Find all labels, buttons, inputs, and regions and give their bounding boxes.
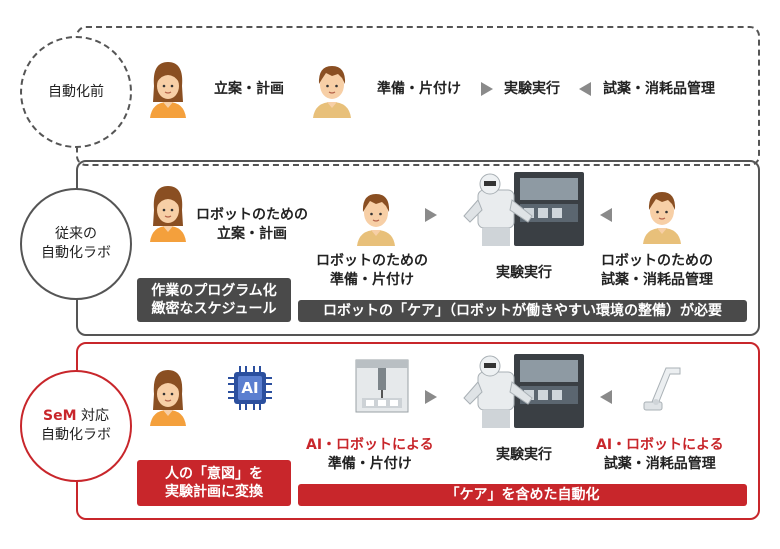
- prep-label: 準備・片付け: [377, 81, 461, 97]
- lab-robot-icon: [458, 352, 588, 432]
- man-researcher-icon: [354, 186, 398, 246]
- robot-arm-icon: [636, 364, 686, 414]
- arrow-left-icon: [579, 82, 591, 96]
- intent-to-plan-band: 人の「意図」を実験計画に変換: [137, 460, 291, 506]
- woman-researcher-icon: [146, 366, 190, 426]
- robot-reagent-label: ロボットのための試薬・消耗品管理: [601, 253, 713, 288]
- robot-care-required-band: ロボットの「ケア」（ロボットが働きやすい環境の整備）が必要: [298, 300, 747, 322]
- care-included-automation-band: 「ケア」を含めた自動化: [298, 484, 747, 506]
- programming-schedule-band: 作業のプログラム化緻密なスケジュール: [137, 278, 291, 322]
- ai-chip-icon: AI: [226, 364, 274, 412]
- man-researcher-icon: [310, 58, 354, 118]
- arrow-right-icon: [481, 82, 493, 96]
- arrow-left-icon: [600, 208, 612, 222]
- exec-label: 実験実行: [504, 81, 560, 97]
- lab-robot-icon: [458, 170, 588, 250]
- pipetting-robot-icon: [352, 356, 412, 416]
- woman-researcher-icon: [146, 182, 190, 242]
- reagent-label: 試薬・消耗品管理: [603, 81, 715, 97]
- ai-robot-prep-label: AI・ロボットによる準備・片付け: [306, 437, 434, 472]
- exec-label: 実験実行: [496, 265, 552, 281]
- ai-robot-reagent-label: AI・ロボットによる試薬・消耗品管理: [596, 437, 724, 472]
- exec-label: 実験実行: [496, 447, 552, 463]
- man-researcher-icon: [640, 184, 684, 244]
- conventional-lab-label: 従来の 自動化ラボ: [20, 188, 132, 300]
- woman-researcher-icon: [146, 58, 190, 118]
- arrow-right-icon: [425, 208, 437, 222]
- arrow-right-icon: [425, 390, 437, 404]
- arrow-left-icon: [600, 390, 612, 404]
- before-automation-label: 自動化前: [20, 36, 132, 148]
- plan-label: 立案・計画: [214, 81, 284, 97]
- robot-prep-label: ロボットのための準備・片付け: [316, 253, 428, 288]
- sem-lab-label: SeM 対応 自動化ラボ: [20, 370, 132, 482]
- robot-plan-label: ロボットのための立案・計画: [196, 207, 308, 242]
